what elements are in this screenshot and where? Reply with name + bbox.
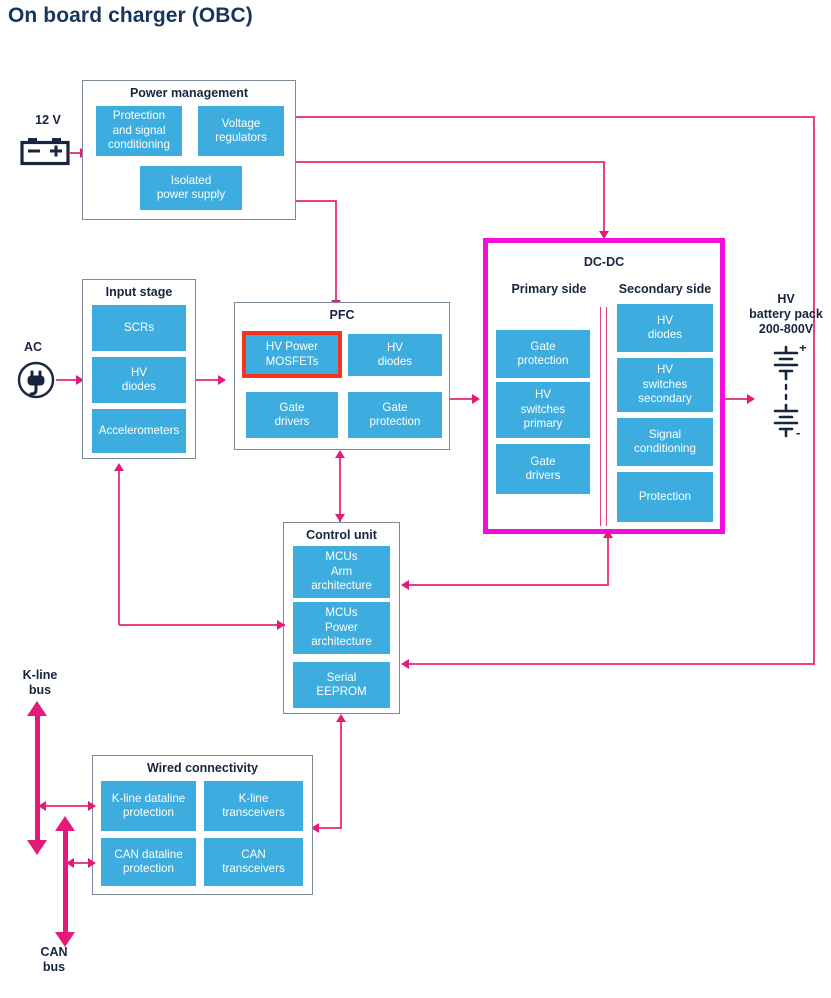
block-mcus-power-architecture[interactable]: MCUs Power architecture bbox=[293, 602, 390, 654]
block-input-hv-diodes[interactable]: HV diodes bbox=[92, 357, 186, 403]
arrowhead-kline-up bbox=[27, 701, 47, 716]
block-kline-transceivers[interactable]: K-line transceivers bbox=[204, 781, 303, 831]
ac-plug-icon bbox=[17, 361, 55, 399]
arrowhead-kline-down bbox=[27, 840, 47, 855]
arrowhead-can-box-right bbox=[88, 858, 96, 868]
arrowhead-to-dcdc-bottom bbox=[603, 530, 613, 538]
block-hv-switches-secondary[interactable]: HV switches secondary bbox=[617, 358, 713, 412]
arrowhead-kline-box-left bbox=[38, 801, 46, 811]
connector-control-unit-to-input-stage-vertical bbox=[118, 470, 120, 625]
arrowhead-control-unit-to-wired bbox=[311, 823, 319, 833]
block-kline-dataline-protection[interactable]: K-line dataline protection bbox=[101, 781, 196, 831]
connector-pm-to-pfc-vertical bbox=[335, 200, 337, 302]
connector-input-stage-to-pfc bbox=[196, 379, 224, 381]
block-pfc-hv-diodes[interactable]: HV diodes bbox=[348, 334, 442, 376]
arrowhead-pfc-to-control-unit bbox=[335, 514, 345, 522]
label-kline-bus: K-line bus bbox=[22, 668, 58, 697]
connector-right-rail-to-control-unit bbox=[408, 663, 814, 665]
block-isolated-power-supply[interactable]: Isolated power supply bbox=[140, 166, 242, 210]
block-can-transceivers[interactable]: CAN transceivers bbox=[204, 838, 303, 886]
svg-text:-: - bbox=[796, 425, 800, 440]
connector-dcdc-to-control-unit-horizontal bbox=[408, 584, 608, 586]
arrowhead-kline-box-right bbox=[88, 801, 96, 811]
group-title-input-stage: Input stage bbox=[105, 285, 173, 299]
connector-dcdc-to-hv-battery bbox=[725, 398, 753, 400]
block-can-dataline-protection[interactable]: CAN dataline protection bbox=[101, 838, 196, 886]
block-accelerometers[interactable]: Accelerometers bbox=[92, 409, 186, 453]
bus-kline-line bbox=[34, 715, 40, 842]
block-serial-eeprom[interactable]: Serial EEPROM bbox=[293, 662, 390, 708]
label-12v: 12 V bbox=[35, 113, 61, 127]
battery-cells-icon: + - bbox=[773, 345, 807, 440]
arrowhead-dcdc-to-hv-battery bbox=[747, 394, 755, 404]
arrowhead-can-box-left bbox=[66, 858, 74, 868]
page-title: On board charger (OBC) bbox=[8, 4, 253, 27]
connector-pfc-control-unit-vertical bbox=[339, 452, 341, 522]
isolation-barrier-right bbox=[606, 307, 608, 526]
connector-12v-to-power-management bbox=[70, 152, 82, 154]
group-title-pfc: PFC bbox=[329, 308, 355, 322]
arrowhead-dcdc-to-control-unit bbox=[401, 580, 409, 590]
connector-control-unit-wired-vertical bbox=[340, 722, 342, 829]
block-voltage-regulators[interactable]: Voltage regulators bbox=[198, 106, 284, 156]
bus-can-line bbox=[62, 830, 68, 934]
arrowhead-can-up bbox=[55, 816, 75, 831]
connector-pm-low-horizontal bbox=[296, 200, 337, 202]
connector-pm-top-horizontal bbox=[296, 116, 815, 118]
connector-can-to-box bbox=[72, 862, 94, 864]
connector-control-unit-wired-horizontal bbox=[318, 827, 341, 829]
arrowhead-can-down bbox=[55, 932, 75, 947]
arrowhead-pm-to-dcdc bbox=[599, 231, 609, 239]
block-hv-power-mosfets[interactable]: HV Power MOSFETs bbox=[242, 331, 342, 378]
group-title-power-management: Power management bbox=[129, 86, 249, 100]
arrowhead-ac-to-input-stage bbox=[76, 375, 84, 385]
connector-pm-mid-horizontal bbox=[296, 161, 605, 163]
subtitle-secondary-side: Secondary side bbox=[618, 282, 712, 296]
connector-kline-to-box bbox=[44, 805, 94, 807]
label-can-bus: CAN bus bbox=[40, 945, 68, 974]
label-ac: AC bbox=[23, 340, 43, 354]
group-title-control-unit: Control unit bbox=[306, 528, 377, 542]
arrowhead-right-rail-to-control-unit bbox=[401, 659, 409, 669]
connector-control-unit-to-input-stage-horizontal bbox=[119, 624, 285, 626]
block-protection-and-signal-conditioning[interactable]: Protection and signal conditioning bbox=[96, 106, 182, 156]
block-pfc-gate-protection[interactable]: Gate protection bbox=[348, 392, 442, 438]
arrowhead-to-input-stage-bottom bbox=[114, 463, 124, 471]
block-mcus-arm-architecture[interactable]: MCUs Arm architecture bbox=[293, 546, 390, 598]
block-dcdc-gate-drivers[interactable]: Gate drivers bbox=[496, 444, 590, 494]
block-dcdc-hv-diodes[interactable]: HV diodes bbox=[617, 304, 713, 352]
arrowhead-wired-to-control-unit bbox=[336, 714, 346, 722]
arrowhead-pfc-to-dcdc bbox=[472, 394, 480, 404]
connector-dcdc-down-vertical bbox=[607, 534, 609, 586]
subtitle-primary-side: Primary side bbox=[511, 282, 587, 296]
label-hv-battery-pack: HV battery pack 200-800V bbox=[749, 292, 823, 336]
group-title-wired-connectivity: Wired connectivity bbox=[146, 761, 259, 775]
car-battery-icon bbox=[20, 138, 70, 166]
connector-pfc-to-dcdc bbox=[450, 398, 476, 400]
block-hv-switches-primary[interactable]: HV switches primary bbox=[496, 382, 590, 438]
isolation-barrier-left bbox=[600, 307, 602, 526]
arrowhead-input-stage-to-pfc bbox=[218, 375, 226, 385]
block-dcdc-signal-conditioning[interactable]: Signal conditioning bbox=[617, 418, 713, 466]
block-scrs[interactable]: SCRs bbox=[92, 305, 186, 351]
group-title-dcdc: DC-DC bbox=[583, 255, 625, 269]
arrowhead-control-unit-to-pfc bbox=[335, 450, 345, 458]
connector-right-rail-vertical bbox=[813, 116, 815, 665]
block-dcdc-gate-protection[interactable]: Gate protection bbox=[496, 330, 590, 378]
block-pfc-gate-drivers[interactable]: Gate drivers bbox=[246, 392, 338, 438]
connector-ac-to-input-stage bbox=[56, 379, 82, 381]
svg-text:+: + bbox=[799, 345, 807, 355]
block-dcdc-protection[interactable]: Protection bbox=[617, 472, 713, 522]
connector-pm-to-dcdc-vertical bbox=[603, 161, 605, 233]
arrowhead-into-control-unit-left bbox=[277, 620, 285, 630]
